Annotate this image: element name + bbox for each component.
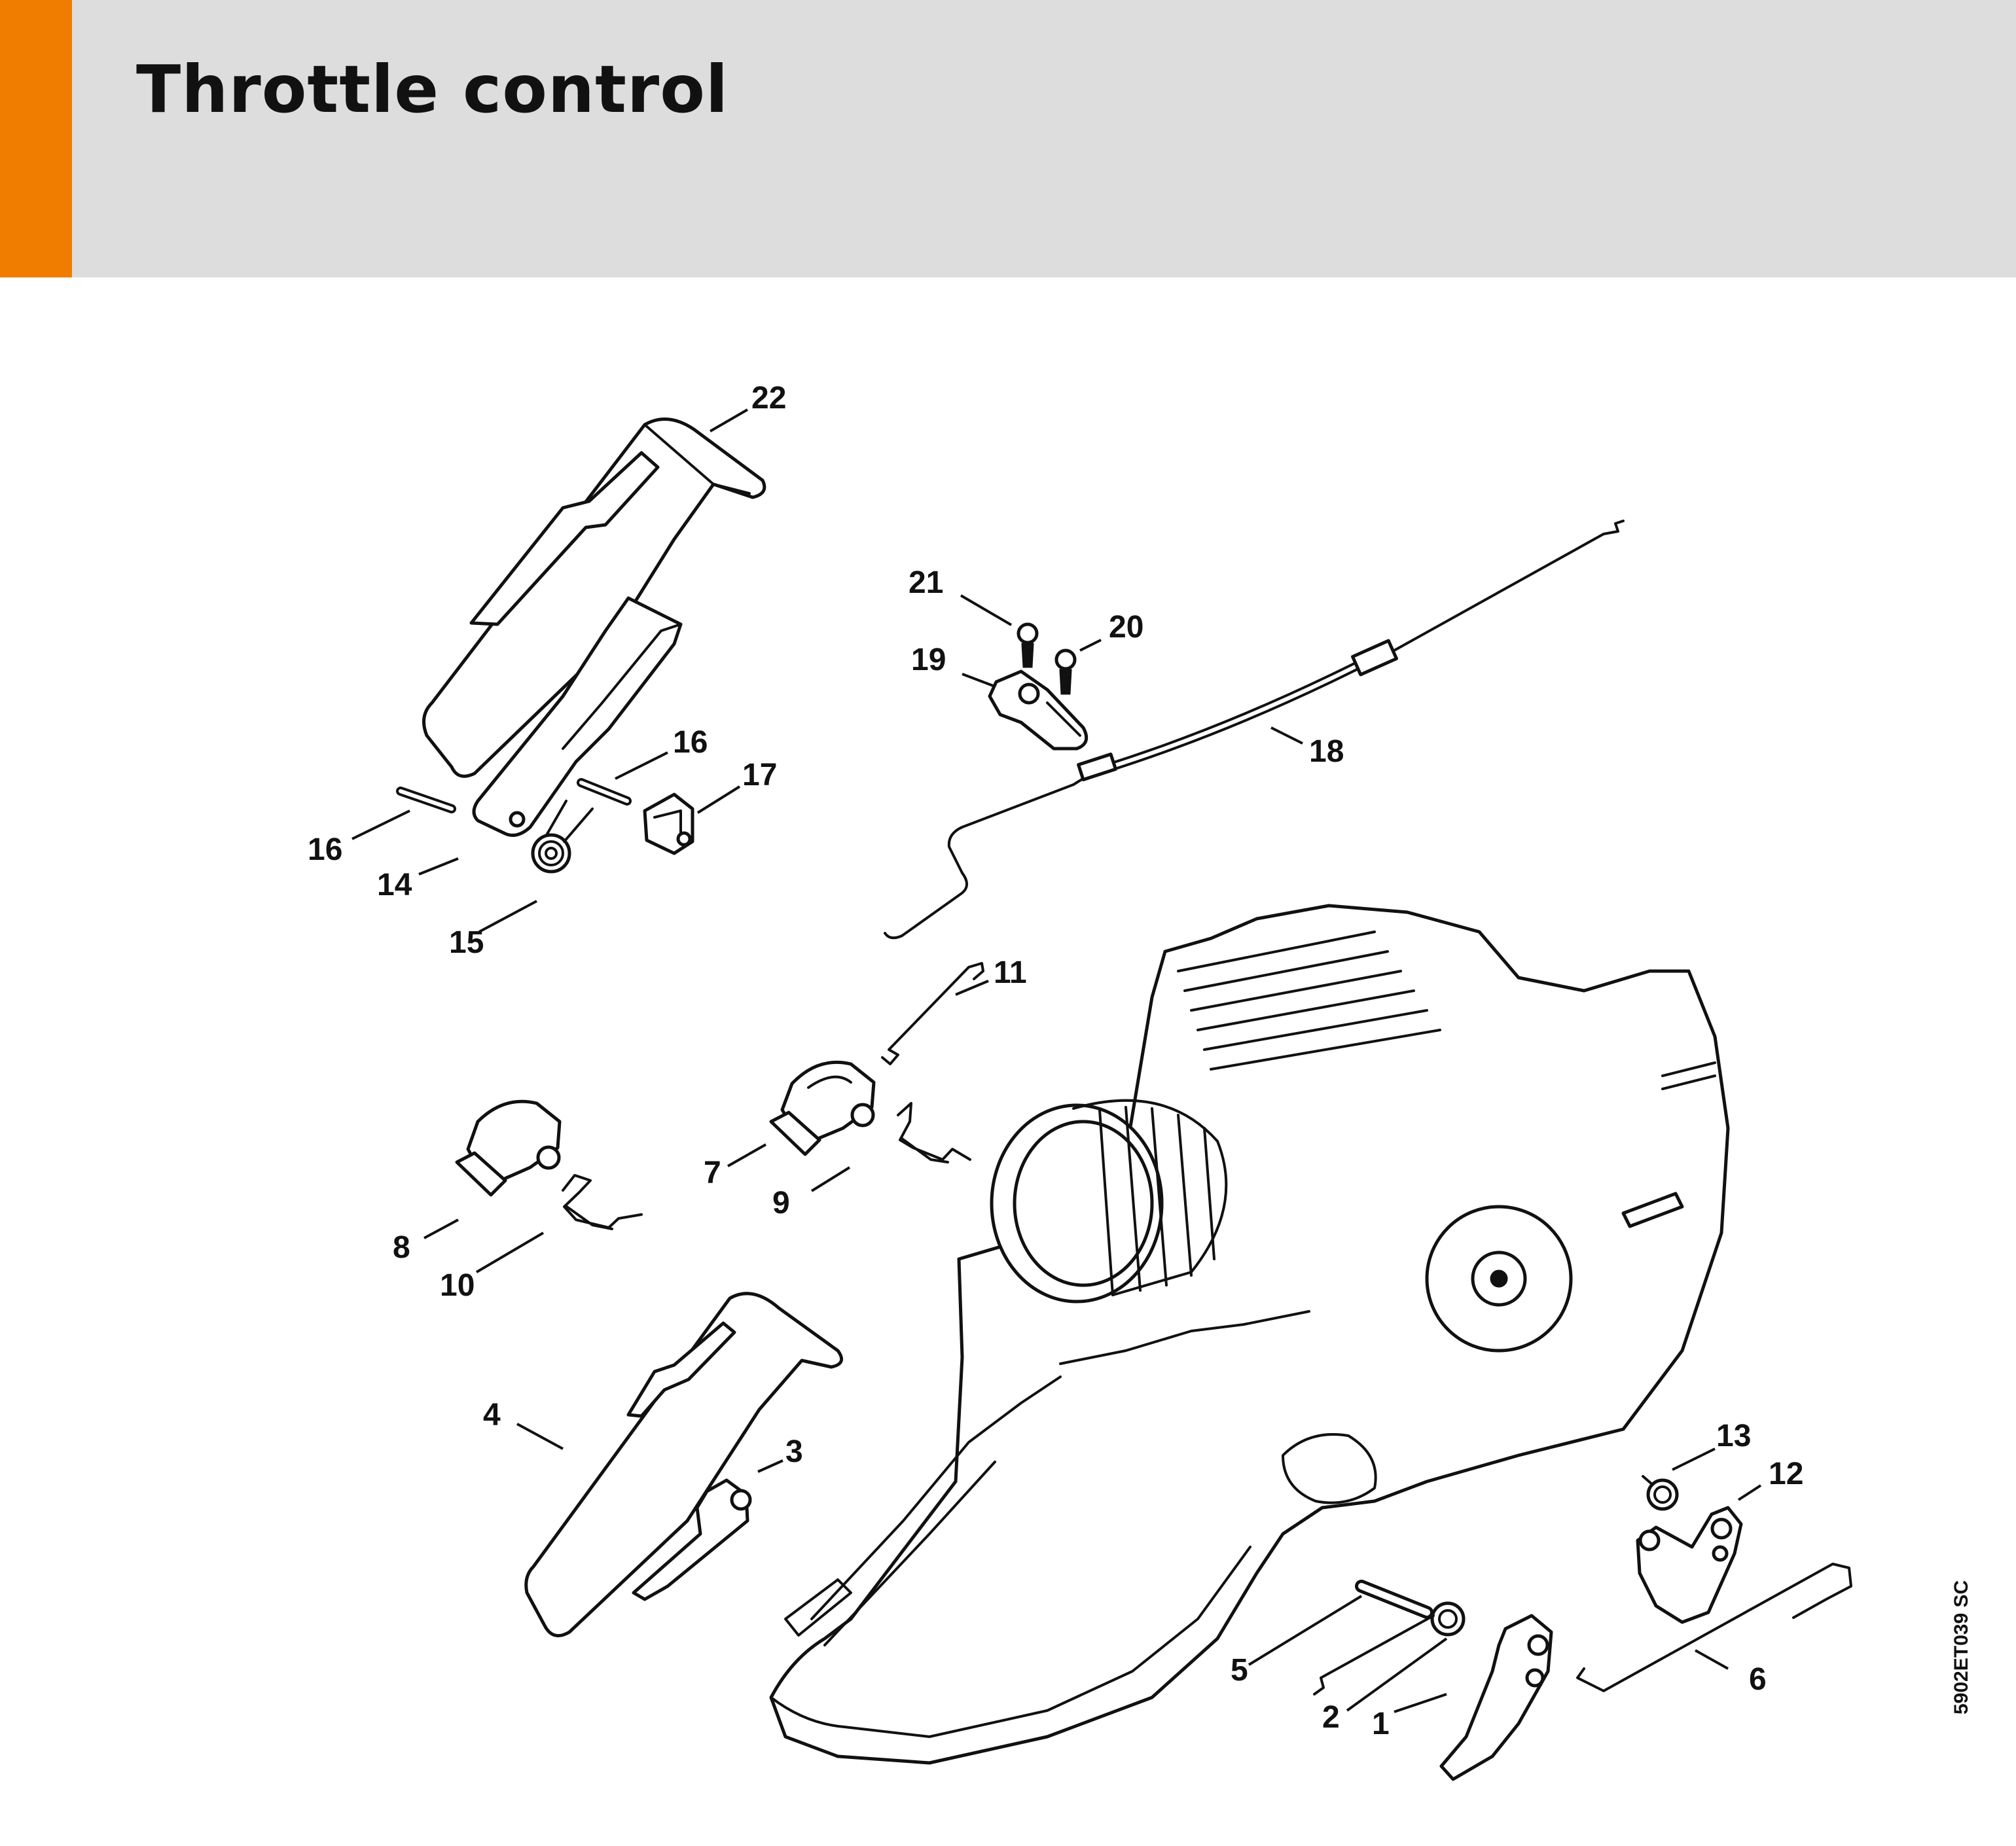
- callout-6: 6: [1749, 1662, 1767, 1697]
- page-title: Throttle control: [136, 51, 729, 128]
- part-22-handle-cover: [422, 417, 766, 778]
- part-3-lock-lever: [632, 1478, 752, 1601]
- part-9-spring-plate: [897, 1102, 971, 1163]
- callout-14: 14: [377, 868, 412, 902]
- part-1-trigger: [1439, 1614, 1553, 1781]
- part-14-trigger: [472, 596, 683, 837]
- callout-9: 9: [772, 1186, 790, 1220]
- part-10-spring-plate: [562, 1174, 643, 1230]
- part-13-torsion-spring: [1642, 1475, 1679, 1511]
- callout-18: 18: [1309, 734, 1344, 769]
- part-2-spring: [1313, 1601, 1466, 1695]
- part-17-lever: [643, 792, 694, 855]
- part-21-screw: [1017, 622, 1039, 668]
- part-19-clamp: [988, 669, 1089, 751]
- callout-16-right: 16: [673, 725, 708, 760]
- callout-16-left: 16: [308, 832, 342, 867]
- part-16-pin-left: [396, 787, 456, 813]
- part-12-lever: [1636, 1506, 1743, 1624]
- callout-8: 8: [393, 1230, 410, 1265]
- part-18-throttle-cable: [884, 520, 1625, 940]
- callout-7: 7: [704, 1156, 721, 1190]
- callout-12: 12: [1769, 1457, 1803, 1491]
- callout-10: 10: [440, 1268, 475, 1303]
- part-11-rod: [881, 962, 984, 1065]
- part-15-torsion-spring: [531, 800, 594, 874]
- callout-15: 15: [449, 925, 484, 960]
- part-4-handle-cover: [524, 1292, 844, 1638]
- callout-1: 1: [1372, 1707, 1390, 1741]
- part-16-pin-right: [577, 778, 632, 806]
- callout-3: 3: [785, 1434, 803, 1469]
- callout-5: 5: [1231, 1653, 1248, 1688]
- callout-22: 22: [751, 381, 786, 416]
- part-20-screw: [1054, 648, 1077, 695]
- part-7-lever: [769, 1060, 876, 1156]
- callout-4: 4: [483, 1398, 501, 1432]
- drawing-reference: 5902ET039 SC: [1951, 1580, 1972, 1714]
- part-6-rod: [1576, 1563, 1852, 1692]
- callout-13: 13: [1716, 1419, 1751, 1453]
- page-header: Throttle control: [0, 0, 2016, 277]
- callout-11: 11: [994, 955, 1027, 990]
- callout-19: 19: [911, 643, 946, 677]
- callout-21: 21: [909, 565, 943, 600]
- callout-labels: 1 2 3 4 5 6 7 8 9 10 11 12 13 14 15 16 1…: [308, 381, 1803, 1741]
- callout-2: 2: [1322, 1700, 1340, 1735]
- callout-17: 17: [742, 758, 777, 792]
- callout-20: 20: [1109, 610, 1143, 645]
- header-accent-bar: [0, 0, 72, 277]
- part-5-pin: [1355, 1580, 1433, 1619]
- part-8-lever: [455, 1099, 562, 1197]
- engine-housing: [769, 904, 1730, 1765]
- parts-diagram: 1 2 3 4 5 6 7 8 9 10 11 12 13 14 15 16 1…: [0, 277, 2016, 1843]
- callout-leaders: [351, 408, 1762, 1713]
